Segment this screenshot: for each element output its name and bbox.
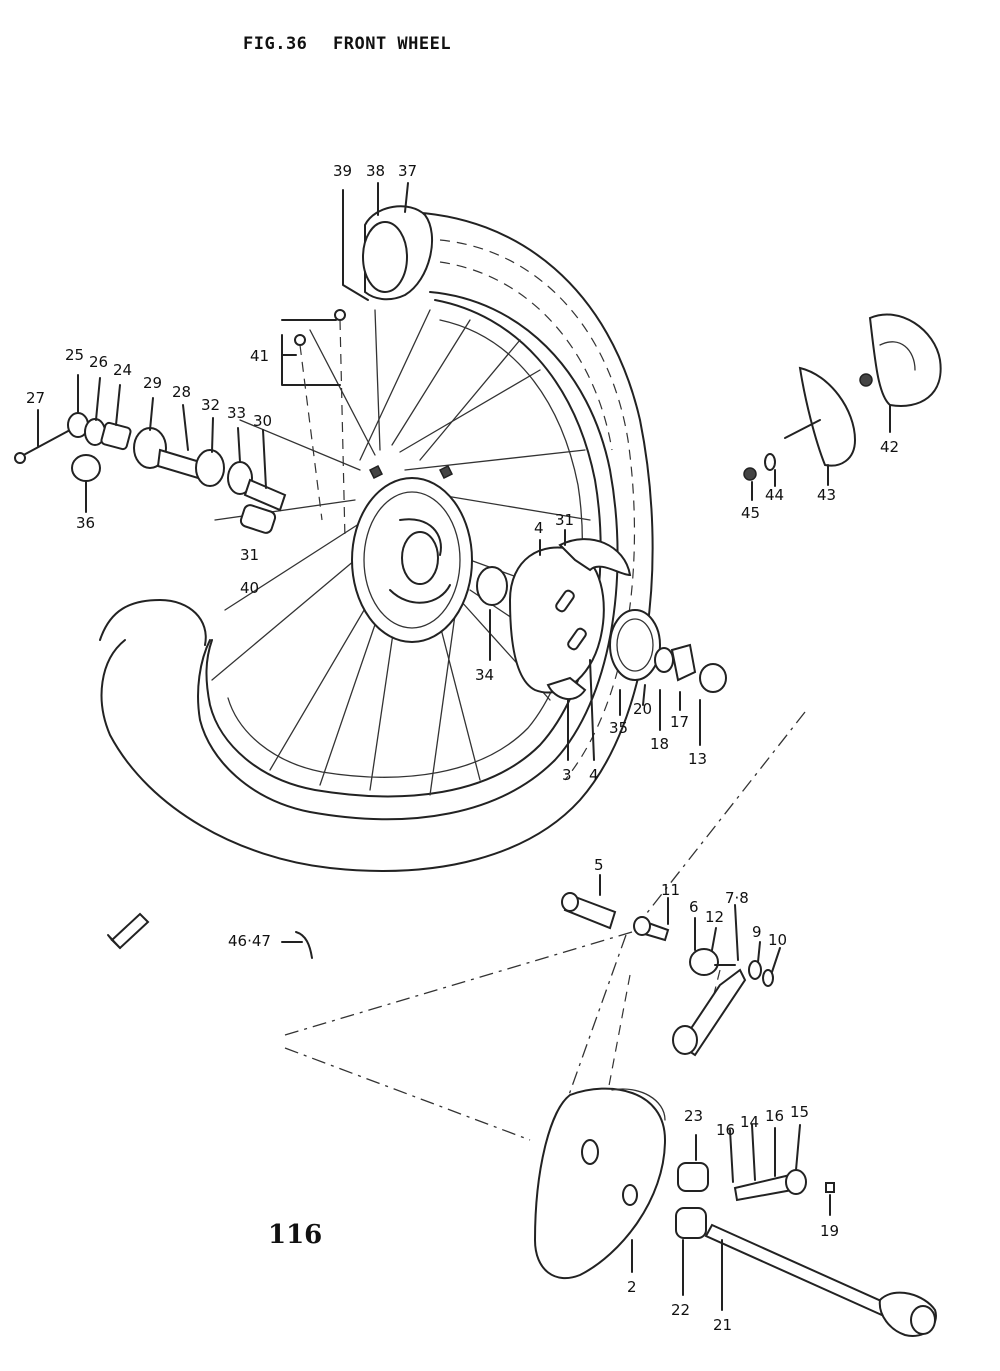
rim-drawing [205,299,602,798]
part-label-10: 10 [768,931,787,949]
part-label-15: 15 [790,1103,809,1121]
part-label-16-right: 16 [765,1107,784,1125]
part-label-6: 6 [689,898,699,916]
part-label-21: 21 [713,1316,732,1334]
part-label-4-lower: 4 [589,766,599,784]
part-label-12: 12 [705,908,724,926]
part-label-39: 39 [333,162,352,180]
part-label-11: 11 [661,881,680,899]
part-label-28: 28 [172,383,191,401]
brake-cam-parts-drawing [561,874,781,1057]
part-label-34: 34 [475,666,494,684]
part-label-43: 43 [817,486,836,504]
part-label-19: 19 [820,1222,839,1240]
part-label-30: 30 [253,412,272,430]
part-label-2: 2 [627,1278,637,1296]
page-number: 116 [268,1220,322,1250]
part-label-9: 9 [752,923,762,941]
part-label-35: 35 [609,719,628,737]
part-label-24: 24 [113,361,132,379]
part-label-29: 29 [143,374,162,392]
part-label-41: 41 [250,347,269,365]
brake-assembly-drawing [476,529,727,761]
part-label-3: 3 [562,766,572,784]
part-label-26: 26 [89,353,108,371]
part-label-13: 13 [688,750,707,768]
tire-drawing [99,211,654,872]
part-label-27: 27 [26,389,45,407]
part-label-44: 44 [765,486,784,504]
figure-title: FRONT WHEEL [333,34,451,54]
hub-drawing [351,464,473,643]
part-label-17: 17 [670,713,689,731]
part-label-46-47: 46·47 [228,932,271,950]
part-label-22: 22 [671,1301,690,1319]
part-label-31-right: 31 [555,511,574,529]
brake-panel-axle-drawing [533,1087,937,1337]
figure-number: FIG.36 [243,34,307,54]
part-labels: 39 38 37 41 25 26 24 29 28 32 33 30 27 3… [26,162,899,1334]
part-label-36: 36 [76,514,95,532]
part-label-37: 37 [398,162,417,180]
part-label-7-8: 7·8 [725,889,749,907]
part-label-4-upper: 4 [534,519,544,537]
part-label-32: 32 [201,396,220,414]
spoke-nipple-callout-drawing [281,309,346,541]
part-label-14: 14 [740,1113,759,1131]
rim-band-tube-drawing [342,182,433,301]
part-label-31-left: 31 [240,546,259,564]
reflector-callout-drawing [281,931,313,959]
front-direction-marker [107,912,150,950]
part-label-5: 5 [594,856,604,874]
part-label-42: 42 [880,438,899,456]
left-axle-parts-drawing [14,374,287,534]
part-label-18: 18 [650,735,669,753]
part-label-23: 23 [684,1107,703,1125]
wheel-cover-drawing [743,313,942,501]
part-label-25: 25 [65,346,84,364]
part-label-40: 40 [240,579,259,597]
part-label-20: 20 [633,700,652,718]
part-label-16-left: 16 [716,1121,735,1139]
part-label-33: 33 [227,404,246,422]
part-label-38: 38 [366,162,385,180]
part-label-45: 45 [741,504,760,522]
